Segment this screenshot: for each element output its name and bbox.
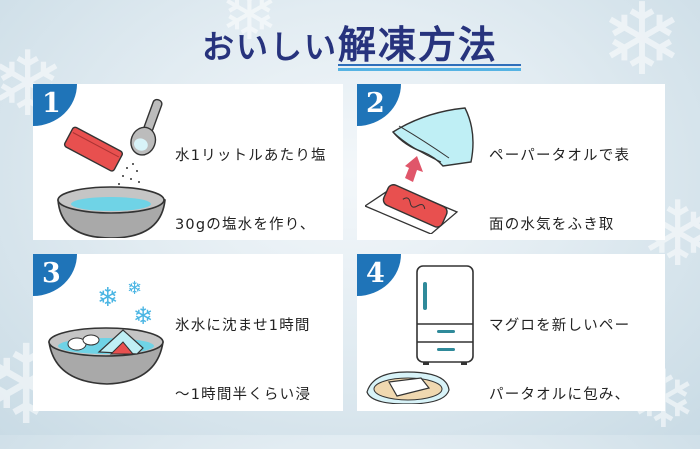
step-card-2: 2 ペーパータオルで表 面の水気をふき取 り、マグロをそのまま ビニールパック等… bbox=[357, 84, 665, 240]
svg-text:❄: ❄ bbox=[97, 283, 119, 313]
svg-text:❄: ❄ bbox=[133, 302, 153, 330]
step-card-1: 1 水1リットルあたり塩 30gの塩水を作り、 凍ったままのマグロ の表面をさっ… bbox=[33, 84, 343, 240]
title-underline bbox=[338, 64, 521, 71]
step-3-text: 氷水に沈ませ1時間 ～1時間半くらい浸 した後にマグロを取 り出し、ペーパータオ… bbox=[175, 318, 312, 403]
step-card-3: 3 ❄ ❄ ❄ 氷水に沈ませ1時間 ～1時間半くらい浸 した後にマグロを取 り出… bbox=[33, 254, 343, 411]
ice-water-bowl-illustration-icon: ❄ ❄ ❄ bbox=[48, 278, 164, 385]
step-number-badge: 2 bbox=[357, 84, 401, 126]
step-card-4: 4 マグロを新しいペー パータオルに包み、 お皿にのせて軽くラ ップし、冷蔵庫で… bbox=[357, 254, 665, 411]
svg-text:❄: ❄ bbox=[127, 278, 142, 299]
salt-water-bowl-illustration-icon bbox=[57, 98, 166, 238]
page-title-wrap: おいしい解凍方法 bbox=[0, 14, 700, 69]
step-1-text: 水1リットルあたり塩 30gの塩水を作り、 凍ったままのマグロ の表面をさっと水… bbox=[175, 148, 327, 233]
step-4-text: マグロを新しいペー パータオルに包み、 お皿にのせて軽くラ ップし、冷蔵庫で5時… bbox=[489, 318, 631, 403]
title-part1: おいしい bbox=[201, 28, 338, 66]
refrigerator-illustration-icon bbox=[366, 265, 474, 404]
step-2-text: ペーパータオルで表 面の水気をふき取 り、マグロをそのまま ビニールパック等に … bbox=[489, 148, 631, 233]
title-part2: 解凍方法 bbox=[338, 22, 499, 67]
plastic-bag-illustration-icon bbox=[365, 107, 474, 234]
page-title: おいしい解凍方法 bbox=[202, 14, 498, 69]
